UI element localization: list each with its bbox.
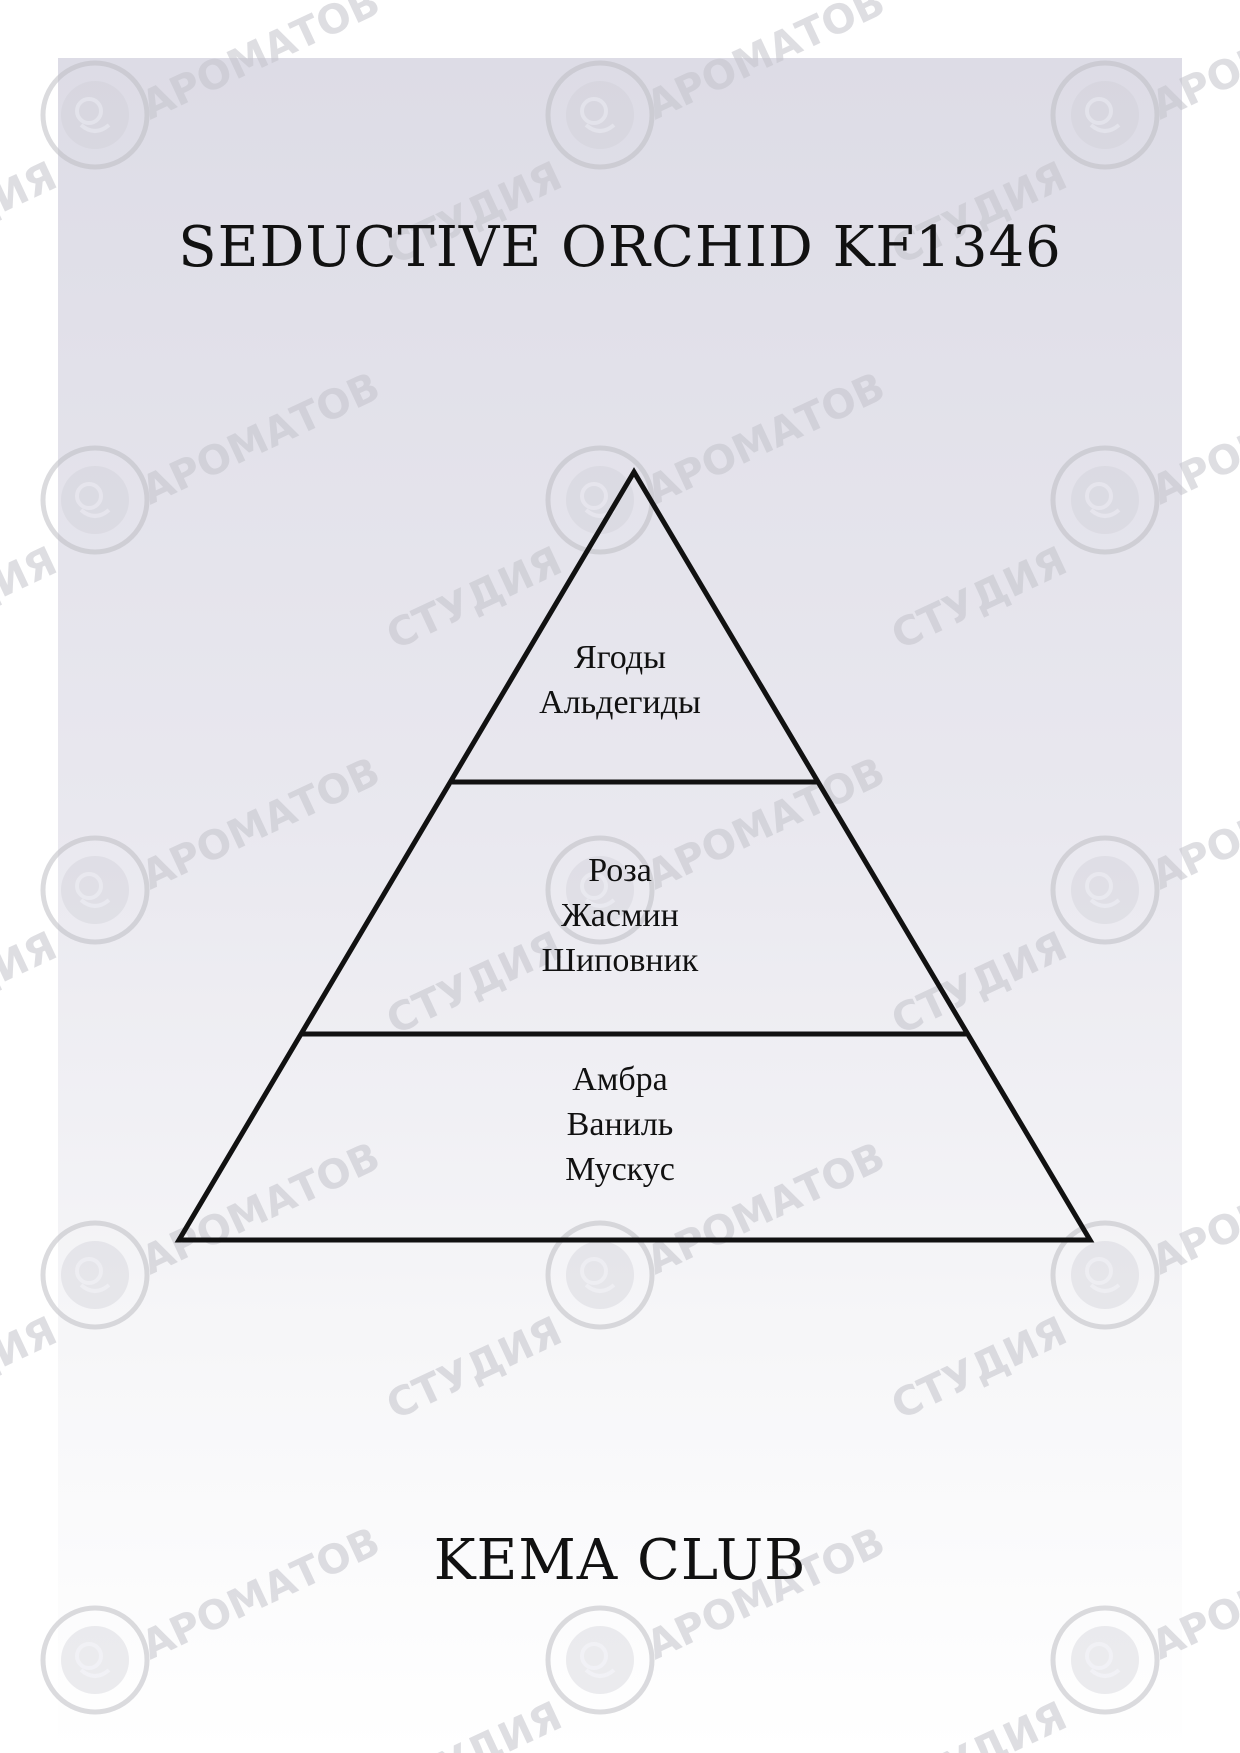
top-notes: Ягоды Альдегиды: [0, 635, 1240, 725]
note-item: Ваниль: [566, 1106, 674, 1143]
note-item: Жасмин: [561, 897, 679, 934]
heart-notes: Роза Жасмин Шиповник: [0, 848, 1240, 983]
note-item: Шиповник: [541, 942, 699, 979]
note-item: Ягоды: [574, 639, 666, 676]
note-item: Амбра: [572, 1061, 668, 1098]
note-item: Альдегиды: [539, 684, 701, 721]
brand-name: KEMA CLUB: [433, 1528, 807, 1593]
note-item: Мускус: [565, 1151, 675, 1188]
base-notes: Амбра Ваниль Мускус: [0, 1057, 1240, 1192]
pyramid-outline: [174, 467, 1095, 1243]
page-title: SEDUCTIVE ORCHID KF1346: [178, 215, 1062, 280]
note-item: Роза: [588, 852, 652, 889]
